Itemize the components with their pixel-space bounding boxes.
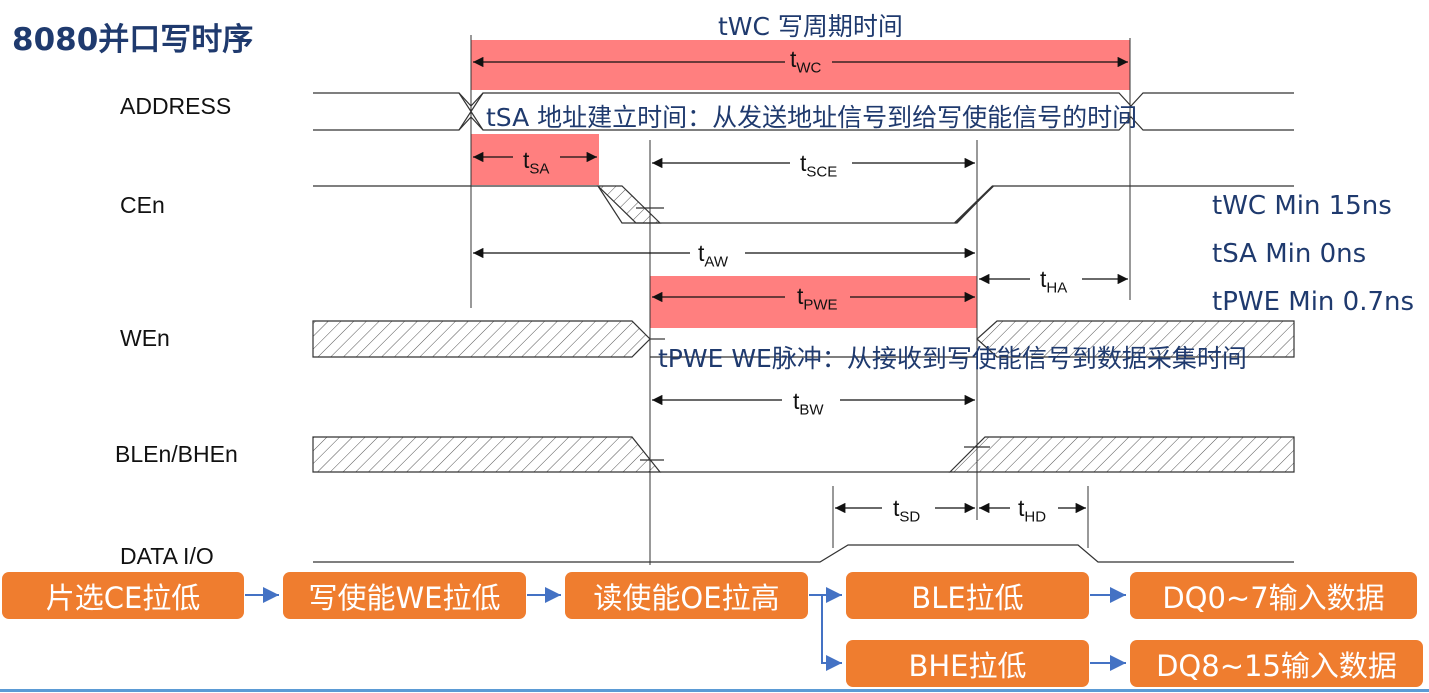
timing-label-tsce-base: t — [800, 150, 807, 176]
address-waveform — [313, 92, 1294, 131]
signal-label-wen: WEn — [120, 325, 170, 351]
flow-step-bhe-low: BHE拉低 — [846, 640, 1089, 687]
bottom-border — [0, 689, 1429, 692]
timing-label-tbw-base: t — [793, 388, 800, 414]
timing-label-tsa-base: t — [523, 147, 530, 173]
timing-label-taw: tAW — [698, 240, 728, 271]
timing-label-tsa: tSA — [523, 147, 549, 178]
page-title: 8080并口写时序 — [12, 22, 254, 58]
dimension-arrows — [473, 56, 1128, 514]
timing-label-thd-sub: HD — [1024, 508, 1047, 526]
timing-label-taw-sub: AW — [704, 253, 728, 271]
wen-waveform — [312, 320, 1295, 358]
flow-step-oe-high: 读使能OE拉高 — [565, 572, 808, 619]
signal-label-data: DATA I/O — [120, 543, 214, 569]
timing-label-twc: tWC — [790, 46, 821, 77]
timing-label-tpwe: tPWE — [797, 283, 838, 314]
timing-label-tbw: tBW — [793, 388, 824, 419]
timing-label-tsd-base: t — [893, 495, 900, 521]
blen-waveform — [312, 436, 1295, 473]
flow-step-we-low: 写使能WE拉低 — [283, 572, 526, 619]
tpwe-highlight — [650, 276, 977, 328]
timing-label-tha: tHA — [1040, 266, 1067, 297]
tsa-highlight — [471, 134, 599, 185]
timing-label-tsa-sub: SA — [529, 160, 550, 178]
timing-label-tpwe-sub: PWE — [803, 296, 838, 314]
timing-label-tbw-sub: BW — [799, 401, 824, 419]
signal-label-address: ADDRESS — [120, 93, 232, 119]
timing-label-tsce-sub: SCE — [806, 163, 838, 181]
timing-label-twc-base: t — [790, 46, 797, 72]
spec-twc: tWC Min 15ns — [1212, 191, 1392, 221]
signal-label-blen: BLEn/BHEn — [115, 441, 238, 467]
note-tpwe: tPWE WE脉冲：从接收到写使能信号到数据采集时间 — [658, 344, 1247, 373]
timing-label-tha-base: t — [1040, 266, 1047, 292]
spec-tpwe: tPWE Min 0.7ns — [1212, 287, 1415, 317]
flow-step-dq0-7: DQ0~7输入数据 — [1130, 572, 1417, 619]
note-twc: tWC 写周期时间 — [718, 12, 903, 41]
twc-highlight — [471, 40, 1130, 90]
timing-label-thd-base: t — [1018, 495, 1025, 521]
timing-label-tsd-sub: SD — [899, 508, 921, 526]
data-waveform — [313, 544, 1294, 563]
note-tsa: tSA 地址建立时间：从发送地址信号到给写使能信号的时间 — [486, 103, 1138, 132]
cen-waveform — [313, 185, 1294, 224]
flow-step-dq8-15: DQ8~15输入数据 — [1130, 640, 1423, 687]
timing-label-tpwe-base: t — [797, 283, 804, 309]
spec-tsa: tSA Min 0ns — [1212, 239, 1367, 269]
timing-label-tha-sub: HA — [1046, 279, 1068, 297]
timing-label-twc-sub: WC — [796, 59, 822, 77]
flow-arrows — [245, 587, 1126, 671]
timing-label-taw-base: t — [698, 240, 705, 266]
flow-step-ce-low: 片选CE拉低 — [2, 572, 244, 619]
timing-label-tsce: tSCE — [800, 150, 837, 181]
flow-step-ble-low: BLE拉低 — [846, 572, 1089, 619]
signal-label-cen: CEn — [120, 192, 165, 218]
timing-label-tsd: tSD — [893, 495, 920, 526]
timing-label-thd: tHD — [1018, 495, 1046, 526]
